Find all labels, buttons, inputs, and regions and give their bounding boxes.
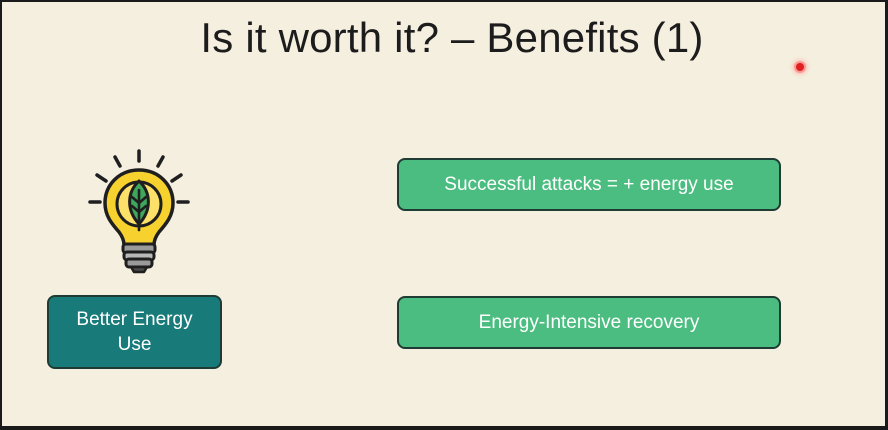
point-box-energy-intensive-recovery: Energy-Intensive recovery (397, 296, 781, 349)
slide-title: Is it worth it? – Benefits (1) (200, 14, 704, 61)
point-box-successful-attacks: Successful attacks = + energy use (397, 158, 781, 211)
eco-lightbulb-icon (88, 149, 190, 274)
better-energy-use-box: Better Energy Use (47, 295, 222, 369)
laser-pointer-dot (796, 63, 804, 71)
